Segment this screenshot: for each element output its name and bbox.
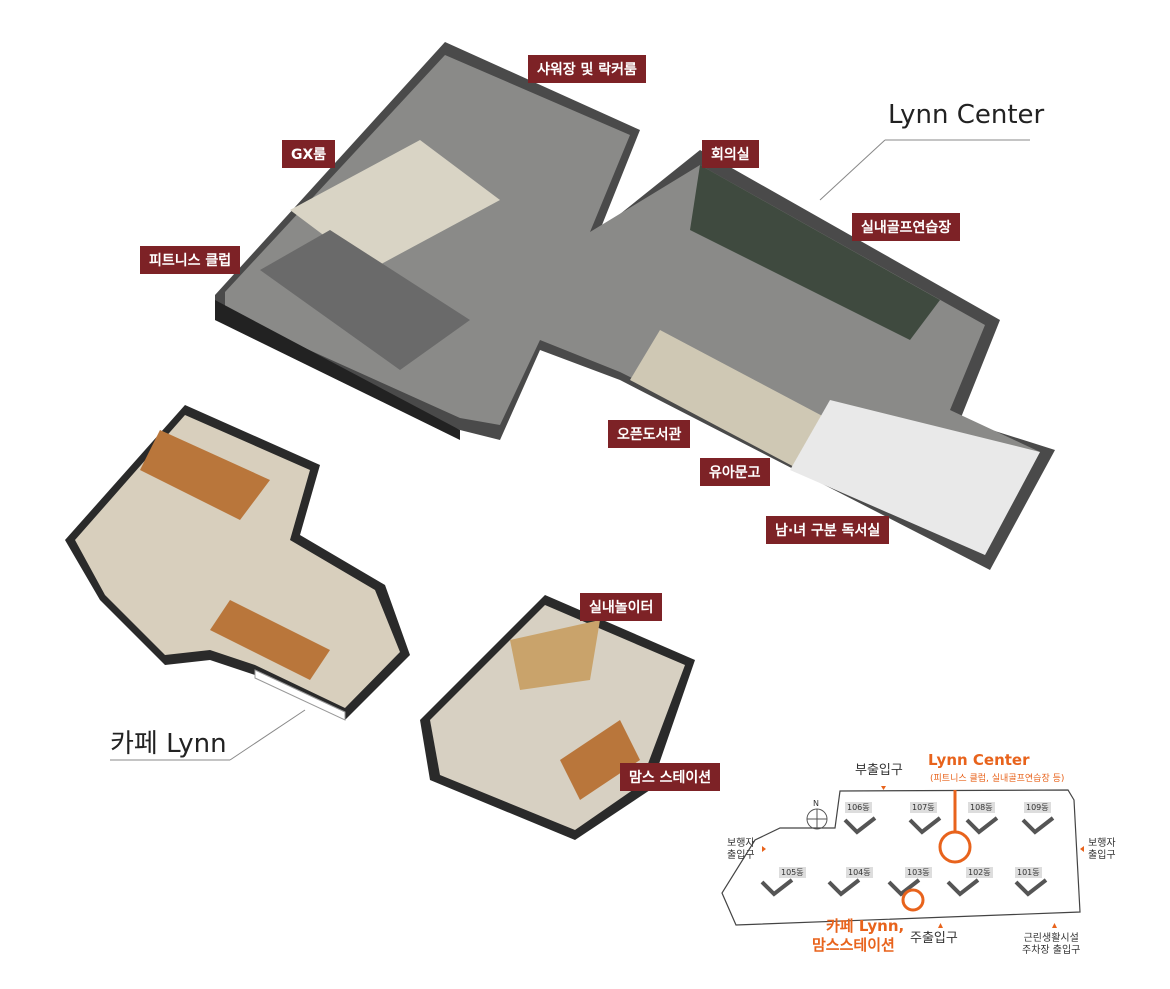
cafe-building: [65, 405, 410, 721]
lynn-center-title: Lynn Center: [888, 100, 1045, 130]
map-cafe: 카페 Lynn,: [826, 917, 905, 935]
text: 보행자: [1088, 838, 1116, 849]
building-tag: 104동: [846, 867, 873, 878]
building-tag: 102동: [966, 867, 993, 878]
main-entrance: 주출입구: [910, 931, 958, 946]
label-golf: 실내골프연습장: [852, 213, 961, 241]
moms-station-building: [420, 595, 695, 840]
building-tag: 103동: [905, 867, 932, 878]
map-lynn-center: Lynn Center: [928, 751, 1030, 769]
label-shower: 샤워장 및 락커룸: [528, 55, 646, 83]
text: 출입구: [727, 850, 755, 861]
building-tag: 107동: [910, 802, 937, 813]
building-tag: 105동: [779, 867, 806, 878]
building-tag: 106동: [845, 802, 872, 813]
building-tag: 101동: [1015, 867, 1042, 878]
cafe-title: 카페 Lynn: [110, 729, 227, 759]
label-meeting: 회의실: [702, 140, 759, 168]
north-label: N: [813, 799, 819, 808]
text: 보행자: [727, 838, 755, 849]
label-gx: GX룸: [282, 140, 336, 168]
label-library: 오픈도서관: [608, 420, 691, 448]
label-fitness: 피트니스 클럽: [140, 246, 241, 274]
building-tag: 108동: [968, 802, 995, 813]
site-map: [721, 786, 1084, 928]
text: 주차장 출입구: [1022, 945, 1081, 956]
building-tag: 109동: [1024, 802, 1051, 813]
map-lynn-center-sub: (피트니스 클럽, 실내골프연습장 등): [930, 774, 1065, 784]
text: 근린생활시설: [1023, 933, 1079, 944]
sub-entrance: 부출입구: [855, 763, 903, 778]
map-moms: 맘스스테이션: [812, 936, 895, 954]
label-playroom: 실내놀이터: [580, 593, 663, 621]
label-kids-books: 유아문고: [700, 458, 770, 486]
lynn-center-building: [215, 42, 1055, 570]
text: 출입구: [1088, 850, 1116, 861]
label-moms: 맘스 스테이션: [620, 763, 721, 791]
label-reading: 남·녀 구분 독서실: [766, 516, 890, 544]
